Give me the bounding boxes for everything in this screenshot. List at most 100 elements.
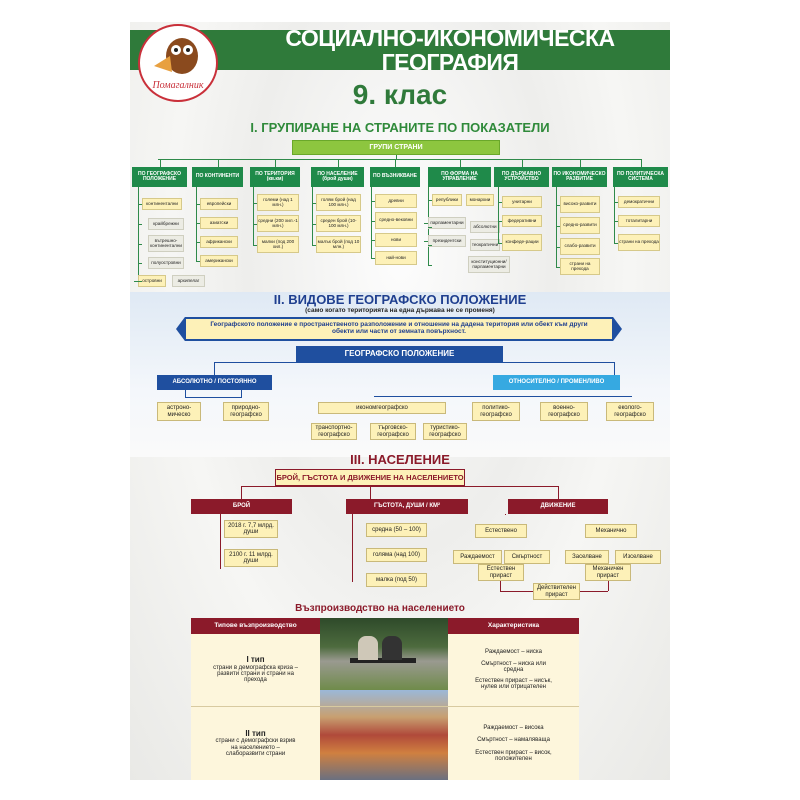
group-item: унитарни bbox=[502, 196, 542, 208]
connector-line bbox=[371, 187, 372, 258]
connector-line bbox=[337, 159, 339, 167]
group-item: малък брой (под 10 млн.) bbox=[316, 236, 361, 253]
connector-line bbox=[498, 242, 502, 244]
connector-line bbox=[312, 187, 313, 245]
group-item: президентски bbox=[428, 235, 466, 247]
connector-line bbox=[371, 258, 375, 259]
connector-line bbox=[556, 246, 560, 248]
group-item: конфеде-рации bbox=[502, 234, 542, 251]
group-item: вътрешно-континентални bbox=[148, 235, 184, 252]
connector-line bbox=[312, 223, 316, 225]
char: Естествен прираст – нисък, нулев или отр… bbox=[475, 678, 552, 691]
connector-line bbox=[138, 263, 142, 264]
group-item: крайбрежни bbox=[148, 218, 184, 230]
char: Смъртност – ниска или средна bbox=[481, 660, 546, 673]
relative-position: ОТНОСИТЕЛНО / ПРОМЕНЛИВО bbox=[493, 375, 620, 390]
group-header: ПО ПОЛИТИЧЕСКА СИСТЕМА bbox=[613, 167, 668, 187]
group-item: американски bbox=[200, 255, 238, 267]
connector-line bbox=[521, 159, 523, 167]
group-header: ПО ФОРМА НА УПРАВЛЕНИЕ bbox=[428, 167, 491, 187]
section2-subtitle: (само когато територията на една държава… bbox=[305, 307, 495, 315]
connector-line bbox=[459, 159, 461, 167]
group-item: федеративни bbox=[502, 215, 542, 227]
connector-line bbox=[556, 204, 560, 206]
group-item: древни bbox=[375, 194, 417, 208]
section1-title: I. ГРУПИРАНЕ НА СТРАНИТЕ ПО ПОКАЗАТЕЛИ bbox=[250, 120, 550, 136]
group-item: големи (над 1 млн.) bbox=[257, 194, 299, 211]
connector-line bbox=[556, 187, 557, 267]
char: Раждаемост – висока bbox=[483, 724, 544, 731]
group-item: азиатски bbox=[200, 217, 238, 229]
population-root: БРОЙ, ГЪСТОТА И ДВИЖЕНИЕ НА НАСЕЛЕНИЕТО bbox=[275, 469, 465, 486]
connector-line bbox=[138, 224, 142, 225]
groups-root: ГРУПИ СТРАНИ bbox=[292, 140, 500, 155]
connector-line bbox=[579, 159, 581, 167]
photo-elderly-couple bbox=[320, 618, 448, 690]
connector-line bbox=[556, 225, 560, 227]
group-header: ПО ТЕРИТОРИЯ (кв.км) bbox=[250, 167, 300, 187]
settlement: Заселване bbox=[565, 550, 609, 564]
connector-line bbox=[253, 187, 254, 245]
group-header: ПО КОНТИНЕНТИ bbox=[192, 167, 243, 187]
connector-line bbox=[371, 240, 375, 241]
connector-line bbox=[196, 261, 200, 262]
abs-item: астроно-мическо bbox=[157, 402, 201, 421]
connector-line bbox=[614, 202, 618, 203]
connector-line bbox=[428, 245, 432, 246]
group-item: средно-развити bbox=[560, 217, 600, 234]
group-item: тоталитарни bbox=[618, 215, 660, 227]
reproduction-table: Типове възпроизводство Характеристика I … bbox=[191, 618, 579, 780]
poster-title: СОЦИАЛНО-ИКОНОМИЧЕСКА ГЕОГРАФИЯ bbox=[285, 24, 615, 75]
geo-position-root: ГЕОГРАФСКО ПОЛОЖЕНИЕ bbox=[296, 346, 503, 362]
group-item: конституционни/ парламентарни bbox=[468, 256, 510, 273]
char: Естествен прираст – висок, положителен bbox=[475, 749, 552, 762]
group-header: ПО ВЪЗНИКВАНЕ bbox=[370, 167, 420, 187]
density-item: голяма (над 100) bbox=[366, 548, 427, 562]
connector-line bbox=[614, 242, 618, 244]
connector-line bbox=[498, 187, 499, 243]
connector-line bbox=[395, 159, 396, 167]
group-item: най-нови bbox=[375, 251, 417, 265]
connector-line bbox=[498, 221, 502, 222]
connector-line bbox=[253, 223, 257, 225]
connector-line bbox=[138, 204, 142, 205]
group-item: монархии bbox=[466, 194, 494, 206]
title-banner bbox=[130, 30, 670, 70]
group-item: републики bbox=[432, 194, 462, 206]
birth-rate: Раждаемост bbox=[453, 550, 502, 564]
group-header: ПО НАСЕЛЕНИЕ (брой души) bbox=[311, 167, 364, 187]
reproduction-title: Възпроизводство на населението bbox=[295, 602, 465, 614]
group-item: средно-вековни bbox=[375, 212, 417, 229]
group-item: малки (под 200 хил.) bbox=[257, 236, 299, 253]
group-item: архипелаг bbox=[172, 275, 205, 287]
group-item: европейски bbox=[200, 198, 238, 210]
emigration: Изселване bbox=[615, 550, 661, 564]
econ-item: туристико-географско bbox=[423, 423, 467, 440]
group-item: африкански bbox=[200, 236, 238, 248]
connector-line bbox=[196, 223, 200, 224]
group-item: страни на прехода bbox=[618, 234, 660, 251]
connector-line bbox=[498, 202, 502, 203]
section3-title: III. НАСЕЛЕНИЕ bbox=[350, 452, 450, 468]
group-header: ПО ИКОНОМИЧЕСКО РАЗВИТИЕ bbox=[552, 167, 607, 187]
section2-title: II. ВИДОВЕ ГЕОГРАФСКО ПОЛОЖЕНИЕ bbox=[273, 292, 527, 308]
connector-line bbox=[424, 241, 428, 242]
type-desc: страни с демографски взрив на населениет… bbox=[215, 738, 296, 757]
svg-text:Помагалник: Помагалник bbox=[151, 80, 203, 91]
econ-item: транспортно-географско bbox=[311, 423, 357, 440]
connector-line bbox=[138, 243, 142, 245]
density-header: ГЪСТОТА, ДУШИ / КМ² bbox=[346, 499, 468, 514]
group-item: островни bbox=[138, 275, 166, 287]
connector-line bbox=[371, 201, 375, 202]
connector-line bbox=[253, 202, 257, 204]
col-header-types: Типове възпроизводство bbox=[191, 618, 320, 634]
connector-line bbox=[253, 244, 257, 246]
movement-header: ДВИЖЕНИЕ bbox=[508, 499, 608, 514]
mechanical-movement: Механично bbox=[585, 524, 637, 538]
economic-geo: икономгеографско bbox=[318, 402, 446, 414]
natural-growth: Естествен прираст bbox=[478, 564, 524, 581]
